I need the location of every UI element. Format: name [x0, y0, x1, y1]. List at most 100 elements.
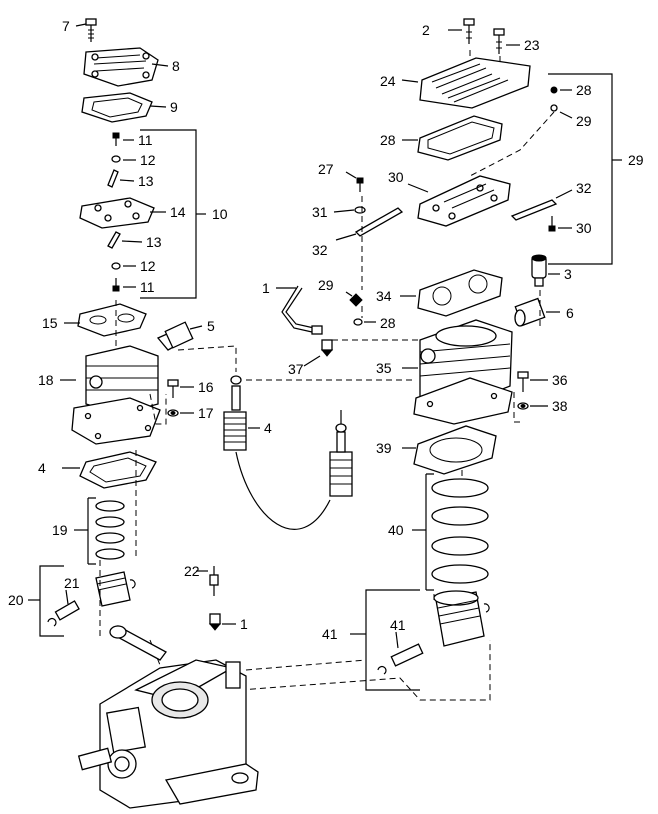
head-cover-part-25 [419, 57, 531, 109]
callout-22: 21 [64, 575, 80, 591]
callout-17: 17 [198, 405, 214, 421]
callout-27: 29 [628, 152, 644, 168]
callout-3: 3 [564, 266, 572, 282]
callout-28a-label: 28 [576, 82, 592, 98]
filter-part-6 [514, 297, 546, 327]
nut-part-29a [550, 104, 558, 112]
spring-part-13a [107, 169, 119, 188]
callout-41-label: 41 [390, 617, 406, 633]
piston-rings-part-39 [431, 478, 489, 584]
bolt-part-11a [112, 132, 120, 146]
tube-part-1b [209, 566, 219, 596]
piston-part-21 [95, 571, 136, 607]
callout-21: 20 [8, 592, 24, 608]
gasket-part-38 [413, 425, 497, 475]
callout-2a: 37 [288, 361, 304, 377]
bolt-part-24 [493, 28, 505, 54]
hose-part-4 [223, 375, 353, 530]
filter-part-5 [156, 321, 194, 351]
callout-7: 7 [62, 18, 70, 34]
valve-plate-part-33 [417, 175, 511, 227]
head-cover-part-8 [83, 47, 159, 87]
callout-18: 18 [38, 372, 54, 388]
callout-25: 24 [380, 73, 396, 89]
bolt-part-30a [356, 177, 364, 192]
callout-19: 4 [38, 460, 46, 476]
callout-32a-label: 32 [312, 242, 328, 258]
callout-35: 36 [552, 372, 568, 388]
washer-part-12a [111, 155, 121, 163]
callout-33: 30 [388, 169, 404, 185]
bolt-part-7 [85, 18, 97, 42]
callout-30b-label: 30 [576, 220, 592, 236]
callout-39: 40 [388, 522, 404, 538]
wrist-pin-part-22 [47, 600, 80, 627]
callout-11b: 11 [140, 279, 155, 295]
gasket-part-19 [79, 451, 157, 489]
piston-part-40 [433, 590, 490, 647]
gasket-part-9 [81, 92, 153, 123]
bolt-part-30b [548, 216, 556, 232]
washer-part-28b [353, 318, 363, 326]
reed-part-32a [354, 207, 404, 237]
callout-37: 35 [376, 360, 392, 376]
wrist-pin-part-41 [377, 643, 424, 675]
callout-8: 8 [172, 58, 180, 74]
washer-part-17 [167, 409, 179, 417]
bolt-part-23 [463, 18, 475, 44]
fitting-part-2b [208, 613, 222, 631]
callout-9: 9 [170, 99, 178, 115]
valve-part-3 [531, 254, 547, 287]
callout-40: 41 [322, 626, 338, 642]
nut-part-29b [349, 293, 363, 307]
callout-24: 23 [524, 37, 540, 53]
crankcase-body [77, 625, 259, 809]
callout-16: 16 [198, 379, 214, 395]
washer-part-36 [517, 402, 529, 410]
cylinder-part-18 [71, 345, 161, 445]
fitting-part-2a [320, 339, 334, 357]
tube-part-1a [281, 285, 323, 335]
callout-13b: 13 [146, 234, 162, 250]
callout-34: 34 [376, 288, 392, 304]
reed-part-32b [510, 199, 558, 221]
callout-14: 14 [170, 204, 186, 220]
callout-30a: 27 [318, 161, 334, 177]
cylinder-part-37 [413, 319, 513, 425]
callout-11a: 11 [138, 132, 153, 148]
callout-28b: 28 [380, 315, 396, 331]
washer-part-12b [111, 262, 121, 270]
bolt-part-16 [167, 379, 179, 398]
callout-1b: 22 [184, 563, 200, 579]
piston-rings-part-20 [95, 500, 125, 560]
callout-6: 6 [566, 305, 574, 321]
callout-31-label: 31 [312, 204, 328, 220]
callout-36: 38 [552, 398, 568, 414]
callout-12b: 12 [140, 258, 156, 274]
washer-part-31 [354, 206, 366, 214]
callout-32b-label: 32 [576, 180, 592, 196]
bolt-part-11b [112, 278, 120, 292]
callout-10: 10 [212, 206, 228, 222]
bolt-part-35 [517, 371, 529, 392]
washer-part-28a [550, 86, 558, 94]
reed-part-15 [77, 303, 147, 337]
callout-2b: 1 [240, 616, 248, 632]
valve-plate-part-14 [79, 197, 155, 229]
callout-12a: 12 [140, 152, 156, 168]
callout-23: 2 [422, 22, 430, 38]
callout-29a-label: 29 [576, 113, 592, 129]
callout-20: 19 [52, 522, 68, 538]
gasket-part-34 [417, 269, 503, 317]
callout-13a: 13 [138, 173, 154, 189]
callout-15: 15 [42, 315, 58, 331]
callout-26: 28 [380, 132, 396, 148]
spring-part-13b [107, 231, 121, 249]
callout-38: 39 [376, 440, 392, 456]
gasket-part-26 [417, 115, 503, 161]
callout-1a: 1 [262, 280, 270, 296]
callout-5: 5 [207, 318, 215, 334]
callout-29b: 29 [318, 277, 334, 293]
callout-4-label: 4 [264, 420, 272, 436]
